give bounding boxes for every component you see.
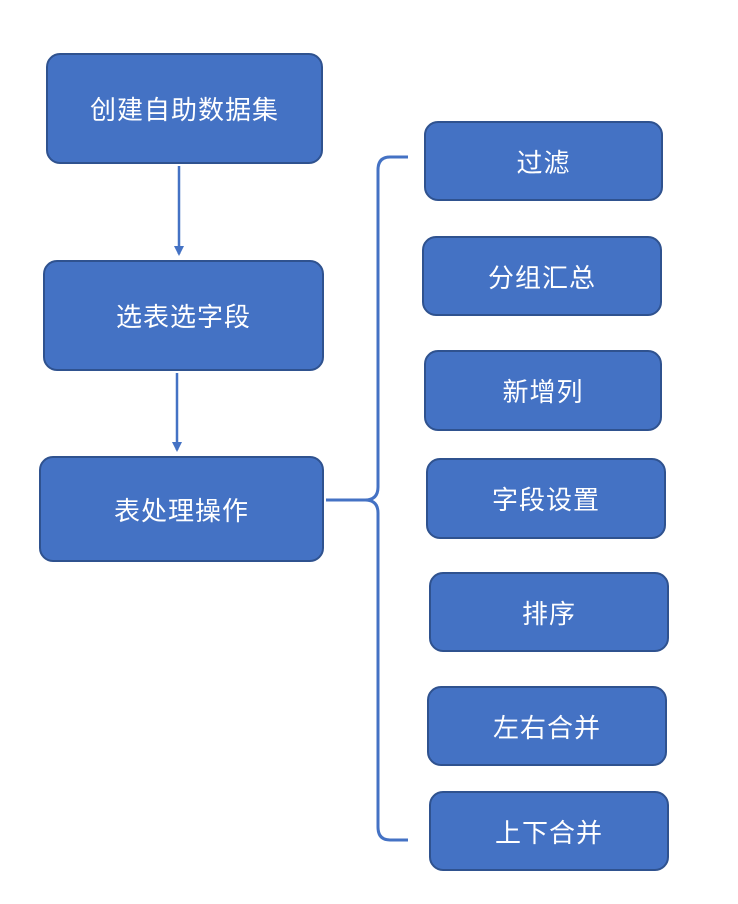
operation-left-right-join-node: 左右合并 xyxy=(427,686,667,766)
operation-filter-node: 过滤 xyxy=(424,121,663,201)
operation-field-settings-node: 字段设置 xyxy=(426,458,666,539)
operation-label: 左右合并 xyxy=(492,713,601,744)
select-table-field-node: 选表选字段 xyxy=(43,260,324,371)
operation-label: 字段设置 xyxy=(491,486,600,516)
operation-group-summary-node: 分组汇总 xyxy=(422,236,662,316)
create-dataset-label: 创建自助数据集 xyxy=(89,96,279,126)
select-table-field-label: 选表选字段 xyxy=(115,303,251,333)
table-process-node: 表处理操作 xyxy=(39,456,324,562)
operation-label: 分组汇总 xyxy=(487,263,596,294)
create-dataset-node: 创建自助数据集 xyxy=(46,53,323,164)
operation-new-column-node: 新增列 xyxy=(424,350,662,431)
operation-label: 过滤 xyxy=(516,148,571,179)
operation-sort-node: 排序 xyxy=(429,572,669,652)
operation-label: 上下合并 xyxy=(494,818,603,849)
table-process-label: 表处理操作 xyxy=(113,496,249,527)
operation-label: 新增列 xyxy=(502,378,584,408)
curly-brace xyxy=(364,155,408,842)
operation-up-down-union-node: 上下合并 xyxy=(429,791,669,871)
operation-label: 排序 xyxy=(521,599,576,630)
